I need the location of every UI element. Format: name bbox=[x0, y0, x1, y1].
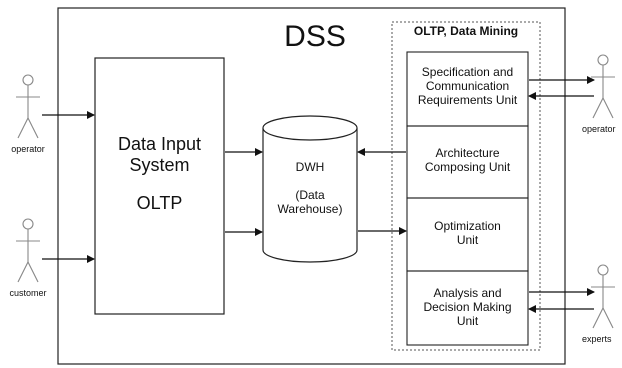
mining-group-frame bbox=[391, 21, 541, 351]
operator-right-actor-icon bbox=[591, 54, 615, 119]
data-input-system-box bbox=[94, 57, 225, 315]
mining-group-title: OLTP, Data Mining bbox=[413, 24, 519, 38]
unit-specification-line2: Communication bbox=[425, 78, 510, 93]
actor-label-operator-right: operator bbox=[582, 124, 616, 134]
experts-actor-icon bbox=[591, 264, 615, 329]
actor-label-operator-left: operator bbox=[11, 144, 45, 154]
unit-analysis-line3: Unit bbox=[456, 313, 479, 328]
unit-optimization-label: Optimization Unit bbox=[407, 219, 528, 248]
warehouse-label: DWH (Data Warehouse) bbox=[263, 160, 357, 216]
unit-architecture-line2: Composing Unit bbox=[424, 159, 511, 174]
unit-analysis-line2: Decision Making bbox=[423, 299, 512, 314]
warehouse-cylinder bbox=[262, 115, 358, 263]
warehouse-line1: (Data bbox=[295, 187, 325, 202]
unit-analysis-label: Analysis and Decision Making Unit bbox=[407, 286, 528, 328]
unit-analysis-line1: Analysis and bbox=[433, 286, 502, 300]
warehouse-name: DWH bbox=[295, 160, 325, 174]
dss-frame bbox=[57, 7, 566, 365]
unit-specification-label: Specification and Communication Requirem… bbox=[407, 65, 528, 107]
dss-title: DSS bbox=[284, 20, 346, 53]
unit-specification-line1: Specification and bbox=[421, 65, 514, 79]
input-system-line2: System bbox=[129, 154, 190, 175]
customer-actor-icon bbox=[16, 218, 40, 283]
unit-optimization-line2: Unit bbox=[456, 232, 479, 247]
warehouse-line2: Warehouse) bbox=[277, 201, 343, 216]
actor-label-customer: customer bbox=[9, 288, 47, 298]
actor-label-experts: experts bbox=[582, 334, 612, 344]
unit-architecture-label: Architecture Composing Unit bbox=[407, 146, 528, 175]
unit-specification-line3: Requirements Unit bbox=[417, 92, 518, 107]
input-system-line1: Data Input bbox=[117, 134, 202, 154]
input-system-line3: OLTP bbox=[136, 193, 183, 214]
unit-optimization-line1: Optimization bbox=[434, 219, 501, 233]
input-system-label: Data Input System OLTP bbox=[95, 134, 224, 214]
operator-left-actor-icon bbox=[16, 74, 40, 139]
unit-architecture-line1: Architecture bbox=[435, 146, 500, 160]
